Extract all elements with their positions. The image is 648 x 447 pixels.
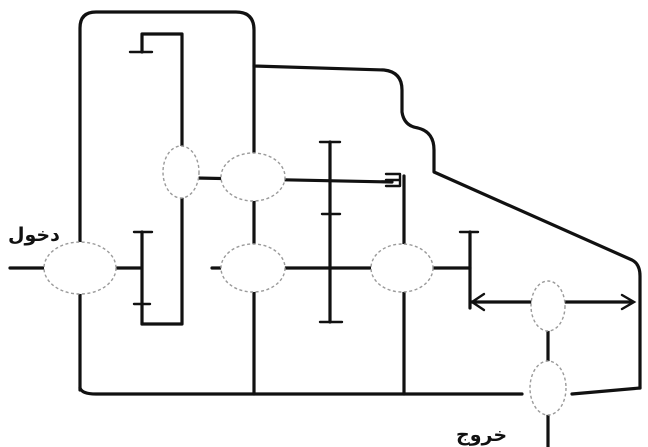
bearing-upper-small xyxy=(162,145,200,199)
output-arrow-right xyxy=(620,293,637,311)
bearing-middle-left xyxy=(220,243,286,293)
housing-outline xyxy=(78,10,642,392)
input-gear-link xyxy=(140,196,184,326)
bearing-upper-left xyxy=(220,152,286,202)
input-label: دخول xyxy=(8,224,60,246)
housing-bottom-left xyxy=(78,386,524,396)
output-arrow-left xyxy=(469,292,486,312)
clutch-coupling xyxy=(384,172,402,188)
bearing-output-upper xyxy=(530,280,566,332)
bearing-output-lower xyxy=(529,360,567,416)
bearing-middle-right xyxy=(370,243,434,293)
bearing-input xyxy=(43,241,117,295)
housing-bottom-right xyxy=(570,386,642,396)
output-label: خروج xyxy=(456,424,508,446)
upper-bracket xyxy=(140,32,184,164)
